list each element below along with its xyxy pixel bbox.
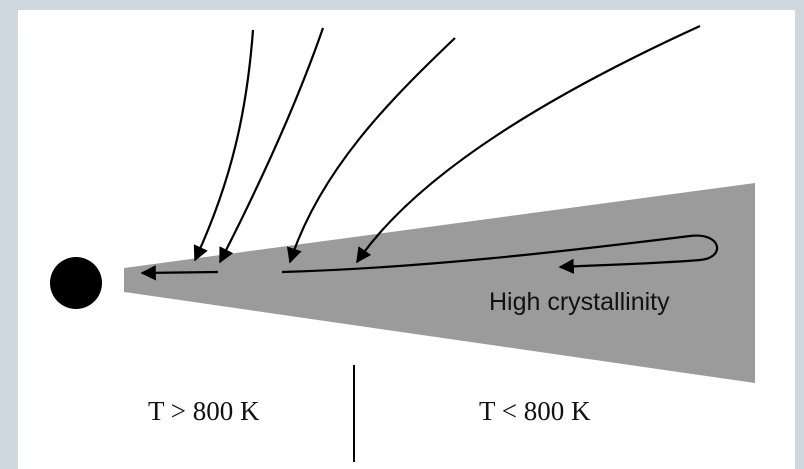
infall-arrow-2: [219, 27, 325, 264]
hot-zone-label: T > 800 K: [148, 396, 260, 426]
infall-arrow-3: [286, 37, 456, 264]
infall-arrow-4: [356, 24, 701, 264]
outward-transport-loop: [281, 234, 719, 274]
accretion-disk: [124, 183, 755, 383]
high-crystallinity-label: High crystallinity: [489, 288, 670, 316]
central-star: [50, 257, 102, 309]
cool-zone-label: T < 800 K: [479, 396, 591, 426]
inward-flow-arrow: [140, 265, 219, 281]
infall-arrow-1: [193, 29, 255, 262]
